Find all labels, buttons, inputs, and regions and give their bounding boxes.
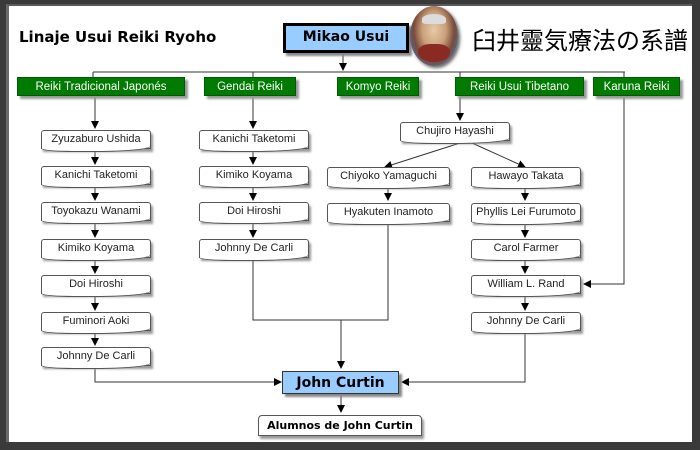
lineage-node: Toyokazu Wanami xyxy=(41,202,151,224)
lineage-node: Phyllis Lei Furumoto xyxy=(471,203,581,225)
portrait-hair xyxy=(422,14,446,24)
lineage-node: Carol Farmer xyxy=(471,239,581,261)
branch-komyo-reiki: Komyo Reiki xyxy=(337,77,419,96)
node-label: Carol Farmer xyxy=(493,242,559,254)
node-label: Toyokazu Wanami xyxy=(51,205,141,217)
lineage-node: Doi Hiroshi xyxy=(199,202,309,224)
lineage-node: Johnny De Carli xyxy=(41,347,151,369)
lineage-node: Johnny De Carli xyxy=(471,312,581,334)
branch-reiki-usui-tibetano: Reiki Usui Tibetano xyxy=(455,77,584,96)
center-node-john-curtin: John Curtin xyxy=(282,371,399,394)
node-label: Kimiko Koyama xyxy=(215,169,293,181)
root-node-mikao-usui: Mikao Usui xyxy=(283,23,409,53)
lineage-node-hayashi: Chujiro Hayashi xyxy=(400,122,510,144)
lineage-node: Fuminori Aoki xyxy=(41,312,151,334)
node-label: Johnny De Carli xyxy=(486,315,566,327)
lineage-node: Hyakuten Inamoto xyxy=(327,203,450,225)
japanese-title: 臼井靈気療法の系譜 xyxy=(472,27,688,55)
node-label: Johnny De Carli xyxy=(56,350,136,362)
lineage-node: Hawayo Takata xyxy=(471,167,581,189)
node-label: Kimiko Koyama xyxy=(57,242,135,254)
lineage-node: Kimiko Koyama xyxy=(41,239,151,261)
node-label: Doi Hiroshi xyxy=(69,278,123,290)
lineage-node: Johnny De Carli xyxy=(199,239,309,261)
branch-gendai-reiki: Gendai Reiki xyxy=(204,77,296,96)
node-label: Hyakuten Inamoto xyxy=(343,206,434,218)
lineage-node: Zyuzaburo Ushida xyxy=(41,130,151,152)
node-label: Zyuzaburo Ushida xyxy=(51,133,141,145)
node-label: Phyllis Lei Furumoto xyxy=(476,206,576,218)
node-label: William L. Rand xyxy=(487,278,565,290)
branch-karuna-reiki: Karuna Reiki xyxy=(593,77,680,96)
lineage-node: Kanichi Taketomi xyxy=(199,130,309,152)
node-label: Chujiro Hayashi xyxy=(416,125,494,137)
portrait-image xyxy=(410,6,458,66)
root-label: Mikao Usui xyxy=(302,29,390,45)
node-label: Johnny De Carli xyxy=(214,242,294,254)
node-label: Kanichi Taketomi xyxy=(54,169,138,181)
node-label: Hawayo Takata xyxy=(488,170,564,182)
lineage-node: Doi Hiroshi xyxy=(41,275,151,297)
portrait-robe xyxy=(418,44,450,62)
lineage-node: Kanichi Taketomi xyxy=(41,166,151,188)
lineage-node: Chiyoko Yamaguchi xyxy=(327,167,450,189)
node-label: Fuminori Aoki xyxy=(62,315,130,327)
node-label: Kanichi Taketomi xyxy=(212,133,296,145)
node-label: Doi Hiroshi xyxy=(227,205,281,217)
branch-reiki-tradicional: Reiki Tradicional Japonés xyxy=(17,77,185,96)
node-label: Chiyoko Yamaguchi xyxy=(340,170,437,182)
page-title: Linaje Usui Reiki Ryoho xyxy=(19,28,217,46)
lineage-node: Kimiko Koyama xyxy=(199,166,309,188)
lineage-node: William L. Rand xyxy=(471,275,581,297)
students-node: Alumnos de John Curtin xyxy=(258,415,422,436)
